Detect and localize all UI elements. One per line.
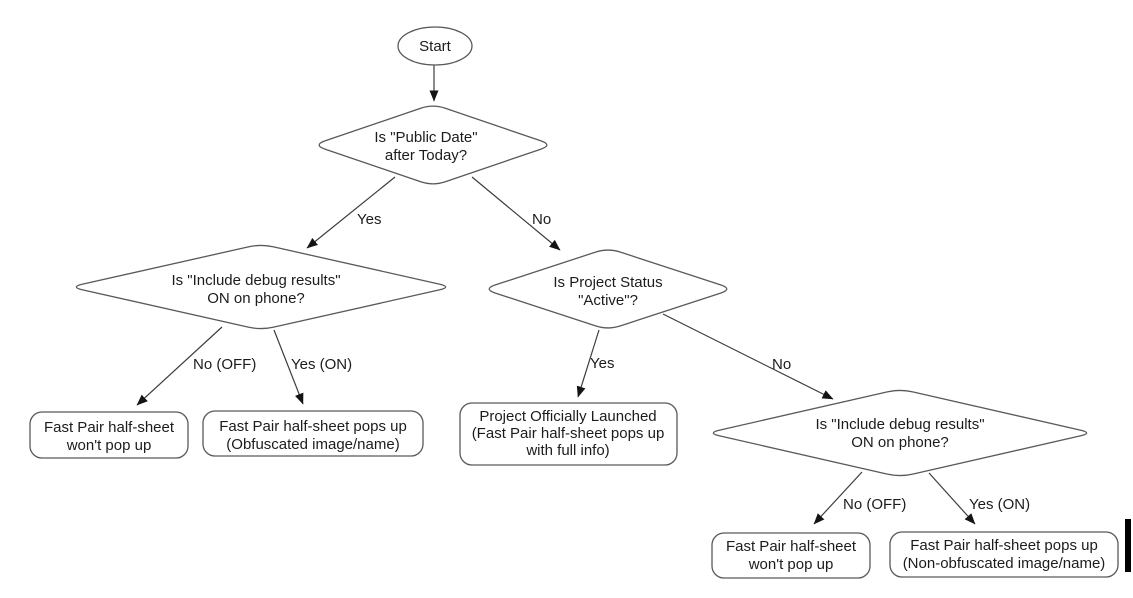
result-no-popup-right xyxy=(711,532,871,579)
launched-line2: (Fast Pair half-sheet pops up xyxy=(472,425,665,442)
label-public-date-yes: Yes xyxy=(357,211,381,228)
launched-line1: Project Officially Launched xyxy=(479,408,656,425)
edge-debug-left-yes-on xyxy=(273,329,304,405)
no-popup-left-line1: Fast Pair half-sheet xyxy=(44,419,175,436)
decision-debug-right xyxy=(712,389,1088,477)
edge-debug-right-no-off xyxy=(813,471,863,525)
label-debug-left-yes: Yes (ON) xyxy=(291,356,352,373)
text-caret xyxy=(1125,519,1131,572)
decision-debug-left xyxy=(75,244,447,330)
debug-left-line2: ON on phone? xyxy=(207,290,305,307)
decision-project-status xyxy=(488,249,728,329)
edge-debug-left-no-off xyxy=(136,326,223,406)
debug-right-line1: Is "Include debug results" xyxy=(815,416,984,433)
label-project-status-no: No xyxy=(772,356,791,373)
decision-public-date xyxy=(318,105,548,185)
no-popup-right-line1: Fast Pair half-sheet xyxy=(726,538,857,555)
launched-line3: with full info) xyxy=(525,442,609,459)
label-public-date-no: No xyxy=(532,211,551,228)
edge-project-status-yes xyxy=(576,329,600,398)
start-label: Start xyxy=(419,38,452,55)
edge-debug-right-yes-on xyxy=(928,472,976,525)
popup-nonobfuscated-line1: Fast Pair half-sheet pops up xyxy=(910,537,1098,554)
start-node xyxy=(397,26,473,66)
result-popup-obfuscated xyxy=(202,410,424,457)
label-debug-right-yes: Yes (ON) xyxy=(969,496,1030,513)
popup-nonobfuscated-line2: (Non-obfuscated image/name) xyxy=(903,555,1106,572)
debug-left-line1: Is "Include debug results" xyxy=(171,272,340,289)
project-status-line1: Is Project Status xyxy=(553,274,662,291)
result-no-popup-left xyxy=(29,411,189,459)
debug-right-line2: ON on phone? xyxy=(851,434,949,451)
public-date-line1: Is "Public Date" xyxy=(374,129,477,146)
label-project-status-yes: Yes xyxy=(590,355,614,372)
project-status-line2: "Active"? xyxy=(578,292,638,309)
result-popup-nonobfuscated xyxy=(889,531,1119,578)
result-launched xyxy=(459,402,678,466)
no-popup-left-line2: won't pop up xyxy=(66,437,152,454)
popup-obfuscated-line1: Fast Pair half-sheet pops up xyxy=(219,418,407,435)
label-debug-left-no: No (OFF) xyxy=(193,356,256,373)
edge-public-date-no xyxy=(471,176,561,251)
edge-project-status-no xyxy=(662,313,834,400)
label-debug-right-no: No (OFF) xyxy=(843,496,906,513)
no-popup-right-line2: won't pop up xyxy=(748,556,834,573)
popup-obfuscated-line2: (Obfuscated image/name) xyxy=(226,436,399,453)
public-date-line2: after Today? xyxy=(385,147,467,164)
edge-public-date-yes xyxy=(306,176,396,249)
